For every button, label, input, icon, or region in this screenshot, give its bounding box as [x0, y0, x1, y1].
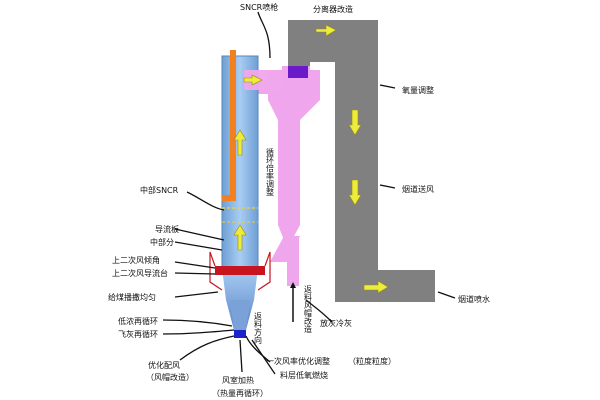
- label-low-oxygen-burn: 料层低氧燃烧: [280, 370, 328, 380]
- arrow-outlet: [243, 74, 263, 86]
- label-mid-snor: 中部SNCR: [140, 185, 179, 195]
- leader-lines: [162, 11, 456, 375]
- label-flue-spray: 烟道喷水: [458, 294, 490, 304]
- label-particle-size: （粒度粒度）: [348, 356, 396, 366]
- label-separator-mod: 分离器改造: [313, 4, 353, 14]
- label-optimized-air: 优化配风: [148, 360, 180, 370]
- arrow-down-2: [348, 179, 362, 206]
- label-fly-ash-recycle: 飞灰再循环: [118, 329, 158, 339]
- label-return-direction: 返料方向: [254, 312, 263, 344]
- label-windbox-heat: 风室加热: [222, 375, 254, 385]
- arrow-right-bottom: [363, 280, 389, 294]
- label-low-conc-recycle: 低浓再循环: [118, 316, 158, 326]
- label-upper-secondary-guide: 上二次风导流台: [112, 268, 168, 278]
- cyclone-separator: [256, 66, 320, 286]
- label-mid-section: 中部分: [150, 237, 174, 247]
- secondary-air-band: [215, 266, 265, 275]
- flue-duct: [288, 20, 435, 302]
- arrow-up-2: [233, 224, 247, 251]
- orange-pipe: [222, 50, 236, 201]
- arrow-down-1: [348, 109, 362, 136]
- label-flue-wind: 烟道送风: [402, 184, 434, 194]
- label-oxygen-adjust: 氧量调整: [402, 85, 434, 95]
- label-ash-cooler: 放灰冷灰: [320, 318, 352, 328]
- label-air-cap-mod: （风帽改造）: [146, 372, 194, 382]
- snor-nozzle: [288, 66, 308, 78]
- label-guide-plate: 导流板: [155, 224, 179, 234]
- arrow-up-1: [233, 129, 247, 156]
- label-uniform-fluid: 给煤播撒均匀: [108, 292, 156, 302]
- flow-arrows: [233, 24, 389, 294]
- label-snor-spray: SNCR喷枪: [240, 2, 278, 12]
- furnace-outlet-duct: [244, 70, 282, 90]
- label-return-air-cap: 返料风帽改造: [304, 285, 313, 334]
- label-upper-secondary-angle: 上二次风倾角: [112, 255, 160, 265]
- label-heat-recycle: （热量再循环）: [212, 388, 268, 398]
- arrow-right-top: [315, 24, 337, 37]
- label-primary-air-adjust: 一次风率优化调整: [266, 356, 330, 366]
- label-recycle-rate-adjust: 循环倍率调整: [266, 147, 275, 196]
- windbox: [234, 330, 246, 338]
